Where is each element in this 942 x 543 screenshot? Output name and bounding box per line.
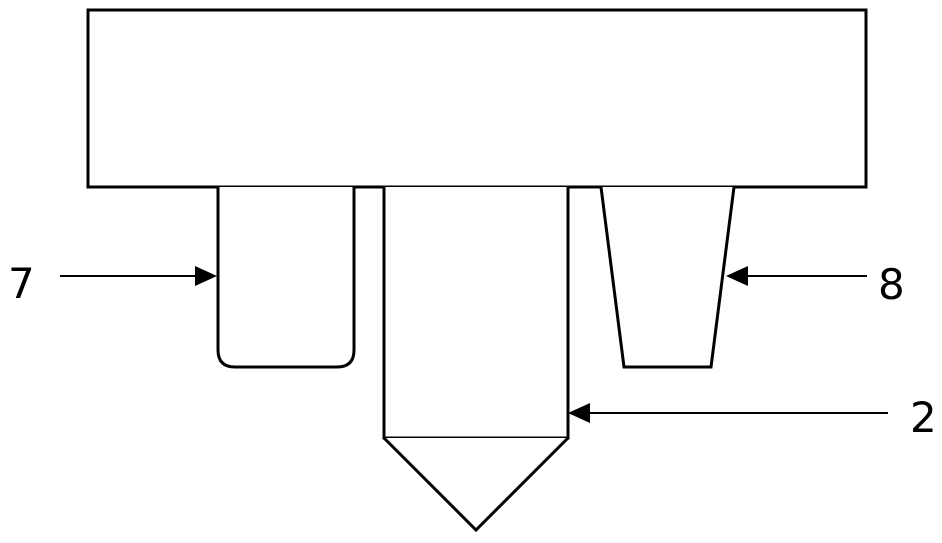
part-2-conical-tip xyxy=(382,436,570,533)
base-plate xyxy=(86,8,868,189)
label-8: 8 xyxy=(878,260,905,309)
arrowhead-8 xyxy=(726,266,748,286)
label-7: 7 xyxy=(8,259,35,308)
part-7-rounded-block xyxy=(216,187,356,369)
label-2: 2 xyxy=(910,393,937,442)
part-8-tapered-block xyxy=(599,186,736,369)
part-2-cylinder-body xyxy=(382,187,570,440)
arrowhead-7 xyxy=(195,266,217,286)
arrowhead-2 xyxy=(568,403,590,423)
